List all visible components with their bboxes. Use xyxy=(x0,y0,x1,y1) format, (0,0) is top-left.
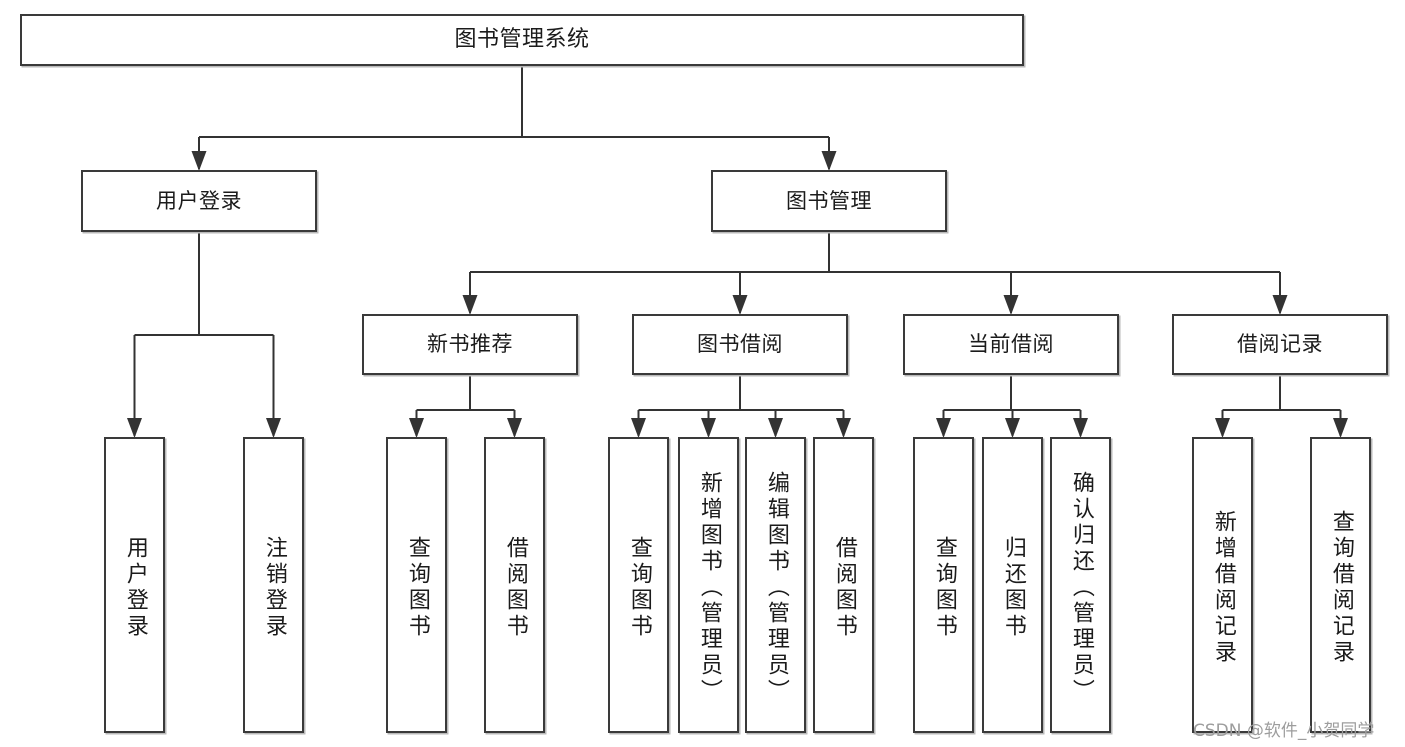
node-user-login[interactable]: 用户登录 xyxy=(81,170,317,232)
node-label: 归还图书 xyxy=(1000,536,1026,640)
leaf-query-book-2[interactable]: 查询图书 xyxy=(608,437,669,733)
node-borrowing-record[interactable]: 借阅记录 xyxy=(1172,314,1388,375)
node-label: 新增借阅记录 xyxy=(1210,510,1236,666)
node-label: 注销登录 xyxy=(261,536,287,640)
node-label: 当前借阅 xyxy=(968,332,1054,357)
node-new-book-recommendation[interactable]: 新书推荐 xyxy=(362,314,578,375)
node-label: 编辑图书（管理员） xyxy=(763,471,789,705)
leaf-add-book-admin[interactable]: 新增图书（管理员） xyxy=(678,437,739,733)
node-label: 图书管理系统 xyxy=(454,26,590,52)
leaf-borrow-book-2[interactable]: 借阅图书 xyxy=(813,437,874,733)
node-label: 确认归还（管理员） xyxy=(1068,471,1094,705)
leaf-confirm-return-admin[interactable]: 确认归还（管理员） xyxy=(1050,437,1111,733)
leaf-add-borrow-record[interactable]: 新增借阅记录 xyxy=(1192,437,1253,733)
leaf-query-borrow-record[interactable]: 查询借阅记录 xyxy=(1310,437,1371,733)
node-label: 用户登录 xyxy=(122,536,148,640)
node-label: 查询图书 xyxy=(931,536,957,640)
node-label: 查询图书 xyxy=(404,536,430,640)
leaf-query-book-1[interactable]: 查询图书 xyxy=(386,437,447,733)
node-book-management[interactable]: 图书管理 xyxy=(711,170,947,232)
node-label: 图书借阅 xyxy=(697,332,783,357)
node-current-borrowing[interactable]: 当前借阅 xyxy=(903,314,1119,375)
node-label: 新增图书（管理员） xyxy=(696,471,722,705)
node-label: 图书管理 xyxy=(786,188,872,213)
csdn-watermark: CSDN @软件_小贺同学 xyxy=(1193,721,1375,741)
leaf-user-login[interactable]: 用户登录 xyxy=(104,437,165,733)
leaf-return-book[interactable]: 归还图书 xyxy=(982,437,1043,733)
leaf-logout[interactable]: 注销登录 xyxy=(243,437,304,733)
node-label: 借阅记录 xyxy=(1237,332,1323,357)
node-label: 用户登录 xyxy=(156,188,242,213)
leaf-borrow-book-1[interactable]: 借阅图书 xyxy=(484,437,545,733)
node-label: 新书推荐 xyxy=(427,332,513,357)
node-root-book-management-system[interactable]: 图书管理系统 xyxy=(20,14,1024,66)
leaf-edit-book-admin[interactable]: 编辑图书（管理员） xyxy=(745,437,806,733)
node-book-borrowing[interactable]: 图书借阅 xyxy=(632,314,848,375)
node-label: 借阅图书 xyxy=(502,536,528,640)
node-label: 查询借阅记录 xyxy=(1328,510,1354,666)
node-label: 查询图书 xyxy=(626,536,652,640)
leaf-query-book-3[interactable]: 查询图书 xyxy=(913,437,974,733)
node-label: 借阅图书 xyxy=(831,536,857,640)
